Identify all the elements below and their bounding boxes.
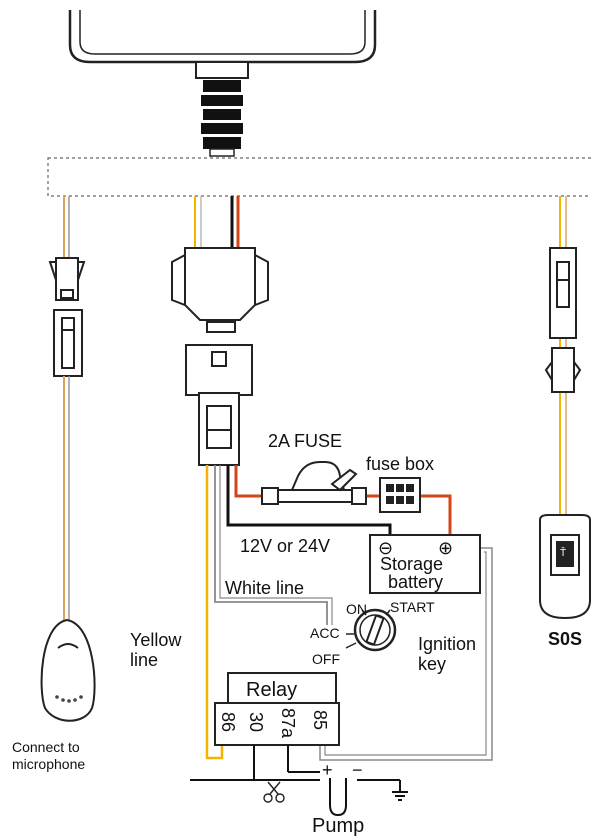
ignition-on-label: ON	[346, 601, 367, 617]
battery-minus: ⊖	[378, 538, 393, 558]
main-connector	[171, 247, 269, 466]
grey-wire	[319, 547, 493, 761]
ignition-acc-label: ACC	[310, 625, 340, 641]
black-wire	[226, 465, 392, 535]
relay-pin-85: 85	[310, 710, 330, 730]
scissors-icon	[263, 781, 285, 803]
fuse-box	[379, 477, 421, 513]
main-harness-wires	[194, 196, 240, 250]
battery-label-line1: Storage	[380, 554, 443, 574]
white-line-wire	[214, 465, 328, 625]
fuse	[261, 461, 367, 505]
sos-branch: Ť S0S	[539, 196, 591, 649]
relay-pin-30: 30	[246, 712, 266, 732]
ignition-key	[345, 608, 397, 652]
voltage-label: 12V or 24V	[240, 536, 330, 556]
ignition-off-label: OFF	[312, 651, 340, 667]
battery-label-line2: battery	[388, 572, 443, 592]
microphone-label-line1: Connect to	[12, 739, 80, 755]
relay-pin-86: 86	[218, 712, 238, 732]
cable-strain-relief	[195, 61, 249, 157]
red-wire	[234, 465, 262, 498]
microphone-label-line2: microphone	[12, 756, 85, 772]
wire-harness-box	[47, 157, 591, 197]
relay: Relay 86 30 87a 85	[214, 672, 340, 746]
pump-minus: −	[352, 760, 363, 780]
pump-circuit	[190, 745, 408, 817]
relay-label: Relay	[246, 679, 297, 701]
fuse-box-label: fuse box	[366, 454, 434, 474]
yellow-line-label-line2: line	[130, 650, 158, 670]
svg-text:Ť: Ť	[560, 546, 566, 559]
storage-battery: ⊖ ⊕ Storage battery	[369, 534, 481, 594]
microphone-branch: Connect to microphone	[12, 196, 96, 772]
tracker-device	[68, 10, 377, 64]
ignition-key-label-line1: Ignition	[418, 634, 476, 654]
white-line-label: White line	[225, 578, 304, 598]
ignition-start-label: START	[390, 599, 435, 615]
sos-label: S0S	[548, 629, 582, 649]
pump-plus: +	[322, 760, 333, 780]
fuse-label: 2A FUSE	[268, 431, 342, 451]
relay-pin-87a: 87a	[278, 708, 298, 739]
pump-label: Pump	[312, 815, 364, 836]
ignition-key-label-line2: key	[418, 654, 446, 674]
yellow-line-label-line1: Yellow	[130, 630, 182, 650]
battery-plus: ⊕	[438, 538, 453, 558]
